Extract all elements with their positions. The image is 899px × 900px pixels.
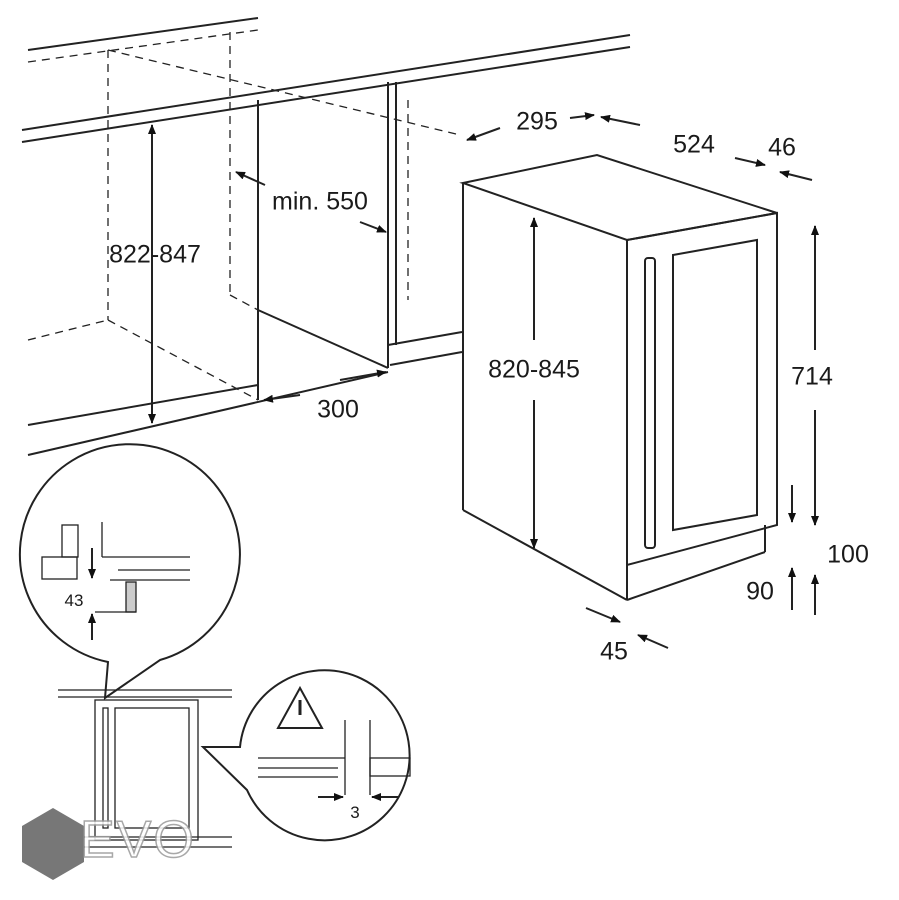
dimension-arrows bbox=[88, 112, 819, 801]
door-handle bbox=[644, 257, 656, 549]
front-view bbox=[58, 689, 232, 848]
warning-triangle-icon bbox=[276, 685, 324, 729]
detail-circle-top bbox=[18, 443, 241, 701]
width-label: 295 bbox=[516, 107, 558, 136]
evo-logo: EVO bbox=[18, 808, 195, 880]
depth-label: 524 bbox=[673, 130, 715, 159]
height-label: 820-845 bbox=[488, 355, 580, 385]
logo-text: EVO bbox=[79, 810, 196, 870]
top-clearance-label: 43 bbox=[64, 591, 84, 610]
setback-label: 45 bbox=[600, 637, 628, 666]
plinth-depth-label: 300 bbox=[317, 395, 359, 424]
plinth-max-label: 100 bbox=[827, 540, 869, 569]
side-gap-label: 3 bbox=[350, 803, 360, 822]
detail-top-contents bbox=[41, 522, 190, 613]
countertop bbox=[21, 17, 631, 143]
plinth-min-label: 90 bbox=[746, 577, 774, 606]
niche-height-label: 822-847 bbox=[109, 240, 201, 269]
door-height-label: 714 bbox=[791, 362, 833, 392]
detail-side-contents bbox=[258, 720, 411, 795]
wine-cooler bbox=[459, 153, 778, 601]
door-depth-label: 46 bbox=[768, 133, 796, 162]
detail-circle-side bbox=[200, 669, 411, 842]
door bbox=[626, 211, 778, 567]
niche-outline bbox=[27, 29, 461, 401]
door-glass bbox=[672, 238, 758, 532]
niche-depth-label: min. 550 bbox=[272, 187, 368, 216]
cabinet-walls bbox=[27, 82, 463, 456]
